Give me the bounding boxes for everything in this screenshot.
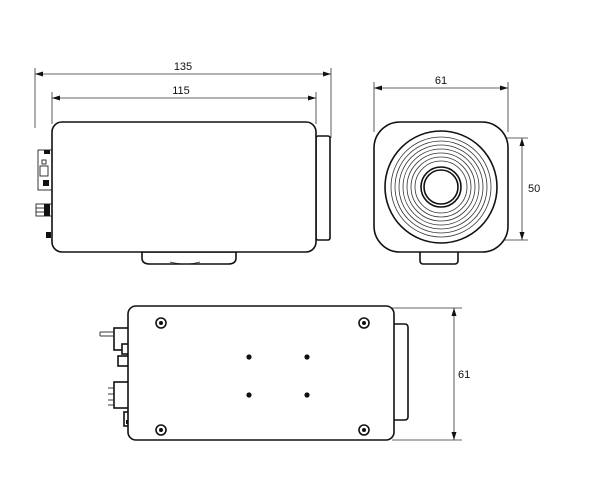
dimension-label-61-bottom: 61: [458, 369, 470, 381]
side-view: 135 115: [34, 61, 332, 265]
lens-barrel-side: [315, 135, 331, 241]
camera-body-side: [51, 121, 317, 253]
camera-body-front: [373, 121, 509, 253]
dimension-label-61-front: 61: [435, 75, 447, 87]
dimension-61-bottom: 61: [392, 307, 470, 441]
dimension-61-front: 61: [373, 75, 509, 132]
mount-holes: [246, 354, 310, 398]
camera-body-bottom: [127, 305, 395, 441]
dimension-115: 115: [51, 85, 317, 124]
bottom-view: 61: [99, 305, 470, 441]
lens-front: [384, 130, 498, 244]
front-view: 61 50: [373, 75, 540, 265]
dimension-label-115: 115: [172, 85, 190, 97]
dimension-135: 135: [34, 61, 332, 138]
screw-holes: [155, 317, 370, 436]
mount-side: [141, 251, 237, 265]
dimension-label-50: 50: [528, 183, 540, 195]
rear-connectors: [35, 149, 53, 238]
dimension-label-135: 135: [174, 61, 192, 73]
